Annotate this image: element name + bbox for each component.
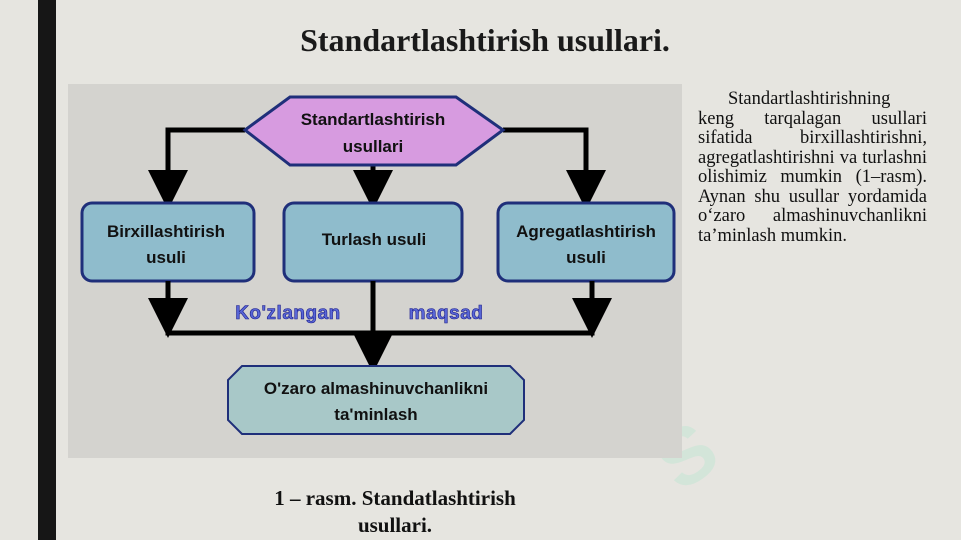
- bottom-connectors: [148, 281, 612, 373]
- interchangeability-box: [227, 365, 525, 435]
- goal-label-left: Ko'zlangan: [235, 303, 341, 324]
- goal-label-right: maqsad: [409, 303, 484, 324]
- top-connectors: [148, 127, 606, 210]
- interchangeability-label-line2: ta'minlash: [334, 405, 417, 424]
- arrow-to-right-box: [503, 127, 606, 210]
- typification-label: Turlash usuli: [322, 230, 427, 249]
- description-paragraph: Standartlashtirishning keng tarqalagan u…: [698, 89, 927, 246]
- interchangeability-label-line1: O'zaro almashinuvchanlikni: [264, 379, 488, 398]
- aggregation-label-line1: Agregatlashtirish: [516, 222, 656, 241]
- aggregation-label-line2: usuli: [566, 248, 606, 267]
- slide-title: Standartlashtirish usullari.: [300, 22, 670, 58]
- methods-label-line1: Standartlashtirish: [301, 110, 446, 129]
- unification-box: [80, 201, 256, 283]
- unification-label-line1: Birxillashtirish: [107, 222, 225, 241]
- arrow-to-left-box: [148, 127, 245, 210]
- methods-label-line2: usullari: [343, 137, 403, 156]
- unification-label-line2: usuli: [146, 248, 186, 267]
- figure-caption: 1 – rasm. Standatlashtirish usullari.: [274, 486, 516, 537]
- sidebar-bar: [38, 0, 56, 540]
- aggregation-box: [496, 201, 676, 283]
- merge-line: [165, 281, 595, 336]
- methods-hexagon: [242, 95, 506, 167]
